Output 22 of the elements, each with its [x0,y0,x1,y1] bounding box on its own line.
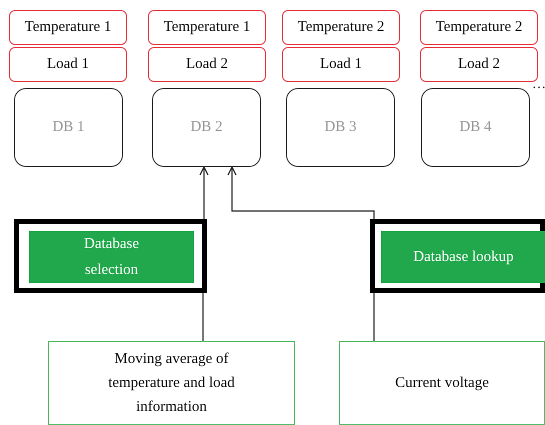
parameter-box: Temperature 2 [420,10,538,45]
database-box: DB 3 [286,88,395,167]
process-box: Database lookup [381,231,545,283]
parameter-box: Temperature 2 [282,10,400,45]
connector-line [202,293,204,341]
frame-box [14,219,207,293]
input-box: Moving average of temperature and load information [48,341,295,425]
database-box: DB 1 [14,88,123,167]
parameter-box: Temperature 1 [148,10,266,45]
parameter-box: Load 2 [420,47,538,82]
parameter-box: Load 1 [9,47,127,82]
arrow [199,166,209,219]
database-box: DB 2 [152,88,261,167]
parameter-box: Temperature 1 [9,10,127,45]
input-box: Current voltage [339,341,545,425]
frame-box [370,219,545,293]
process-box: Database selection [29,231,194,283]
parameter-box: Load 2 [148,47,266,82]
arrow [227,166,375,219]
connector-line [373,293,375,341]
database-box: DB 4 [421,88,530,167]
parameter-box: Load 1 [282,47,400,82]
